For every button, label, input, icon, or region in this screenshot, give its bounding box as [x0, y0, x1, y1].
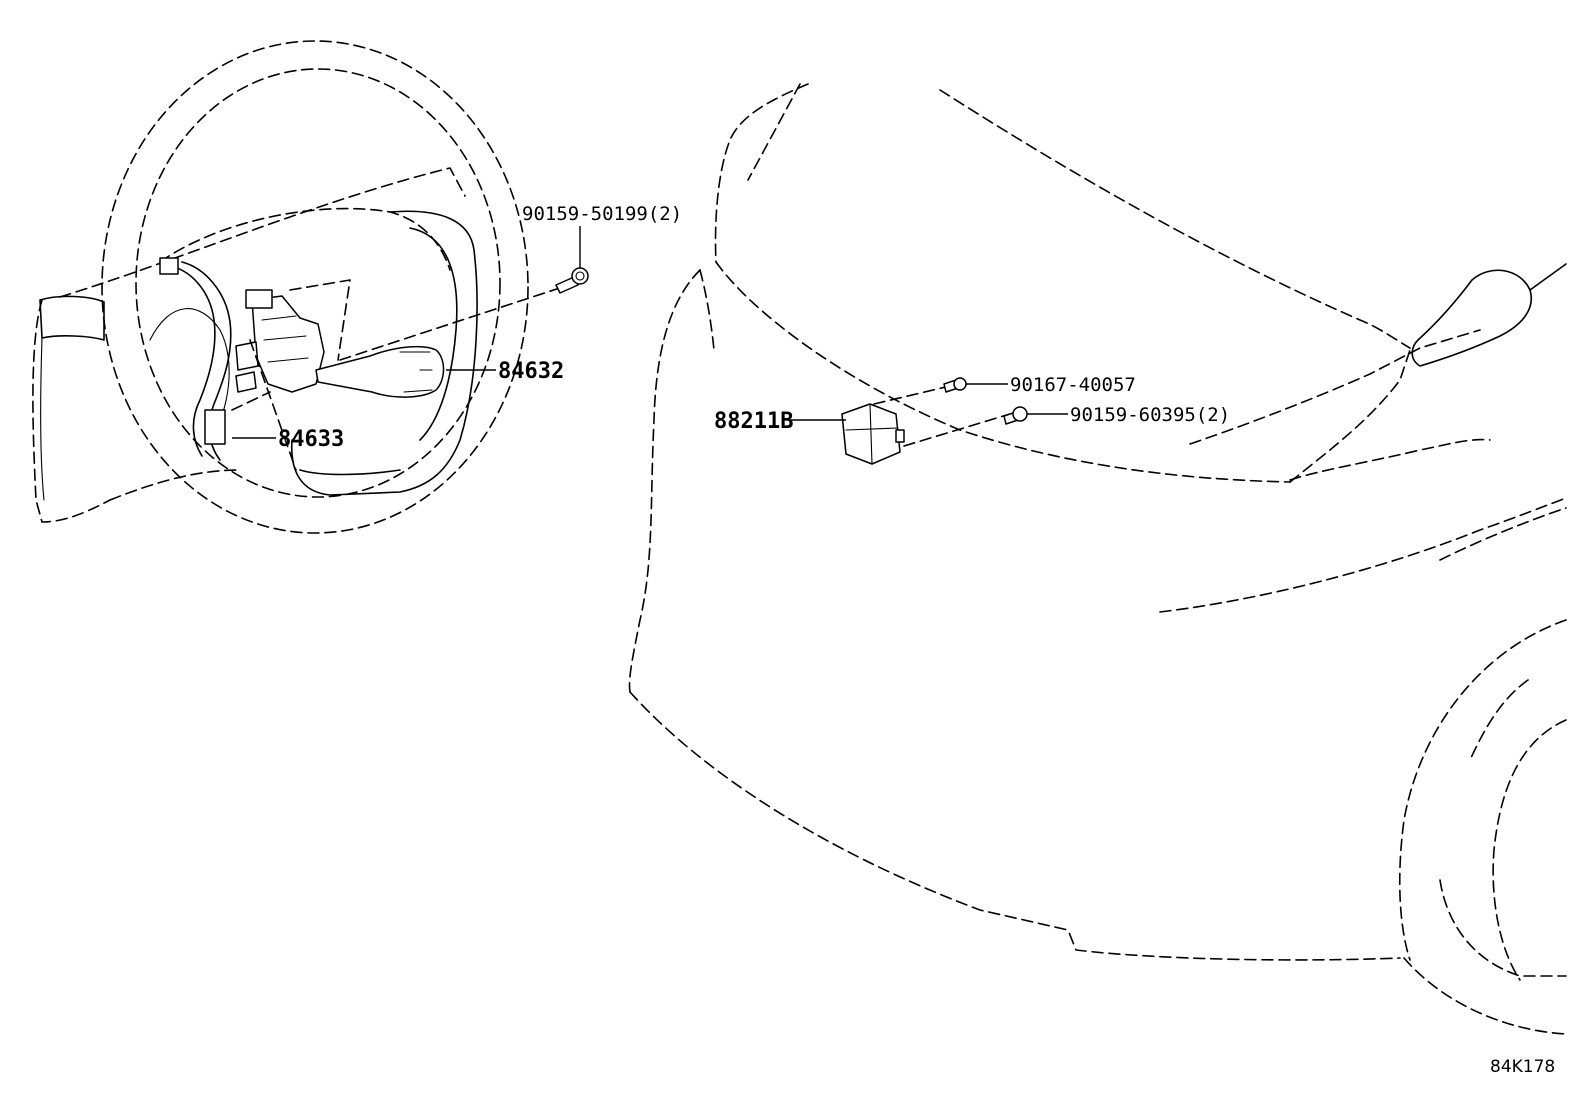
- switch-lower-tab: [235, 341, 259, 371]
- steering-boss: [149, 308, 230, 441]
- dashboard-outline: [59, 167, 466, 298]
- dashboard-pad: [39, 295, 105, 341]
- bolt-90167-40057: [943, 377, 967, 393]
- steering-wheel-rim-inner: [135, 68, 501, 498]
- vehicle-front: [628, 83, 1567, 1035]
- headlamp-line: [1189, 329, 1481, 445]
- cluster-hood: [159, 207, 451, 271]
- mount-line-1: [339, 282, 576, 361]
- steering-wheel-rim-outer: [101, 40, 529, 534]
- steering-pad: [290, 210, 478, 496]
- hood-panel: [715, 261, 1291, 483]
- label-90159-60395: 90159-60395(2): [1070, 404, 1230, 426]
- mirror-arm: [1529, 263, 1567, 291]
- combination-switch-body: [251, 295, 325, 393]
- switch-detail: [261, 315, 309, 363]
- pillar: [747, 83, 801, 181]
- label-90167-40057: 90167-40057: [1010, 374, 1136, 396]
- wire-harness: [169, 265, 216, 457]
- dashboard-lower: [109, 469, 241, 501]
- fender-right: [1159, 497, 1567, 613]
- bolt-90159-50199: [555, 267, 589, 294]
- tire-bottom: [1403, 957, 1567, 1035]
- label-84633: 84633: [278, 427, 344, 452]
- reference-code: 84K178: [1490, 1057, 1555, 1077]
- fender-right-2: [1439, 507, 1567, 561]
- label-84632: 84632: [498, 359, 564, 384]
- grille-line: [1289, 349, 1411, 483]
- sensor-mount-line-1: [873, 385, 951, 405]
- hood-left-edge: [714, 83, 809, 263]
- label-88211B: 88211B: [714, 409, 793, 434]
- harness-connector-bottom: [204, 409, 226, 445]
- steering-wheel-assembly: [32, 40, 589, 534]
- switch-bracket: [245, 289, 273, 309]
- steering-spoke-lower: [299, 469, 401, 476]
- sensor-mount-line-2: [903, 413, 1011, 447]
- wheel-arch-inner: [1492, 719, 1567, 981]
- mount-line-2: [289, 279, 351, 361]
- steering-pad-inner: [409, 227, 458, 441]
- dashboard-pad-lower: [40, 337, 45, 501]
- fender-left-outline: [628, 269, 701, 693]
- hood-shoulder: [699, 269, 715, 351]
- harness-connector-top: [159, 257, 179, 275]
- hood-crease-top: [939, 89, 1411, 349]
- tire-line: [1439, 879, 1567, 977]
- bumper-outline: [629, 691, 1401, 961]
- bolt-90159-60395: [1003, 406, 1028, 425]
- mount-line-3: [231, 391, 271, 411]
- arch-edge: [1469, 679, 1529, 761]
- wheel-arch-outer: [1398, 619, 1567, 961]
- mount-line-4: [249, 339, 297, 471]
- switch-small-tab: [235, 371, 257, 393]
- headlamp-lower: [1289, 438, 1491, 481]
- wiper-lever: [315, 345, 445, 398]
- wiper-lever-detail: [399, 351, 433, 393]
- radar-sensor: [841, 403, 905, 465]
- side-mirror: [1411, 269, 1533, 367]
- label-90159-50199: 90159-50199(2): [522, 203, 682, 225]
- dashboard-left-edge: [32, 299, 111, 523]
